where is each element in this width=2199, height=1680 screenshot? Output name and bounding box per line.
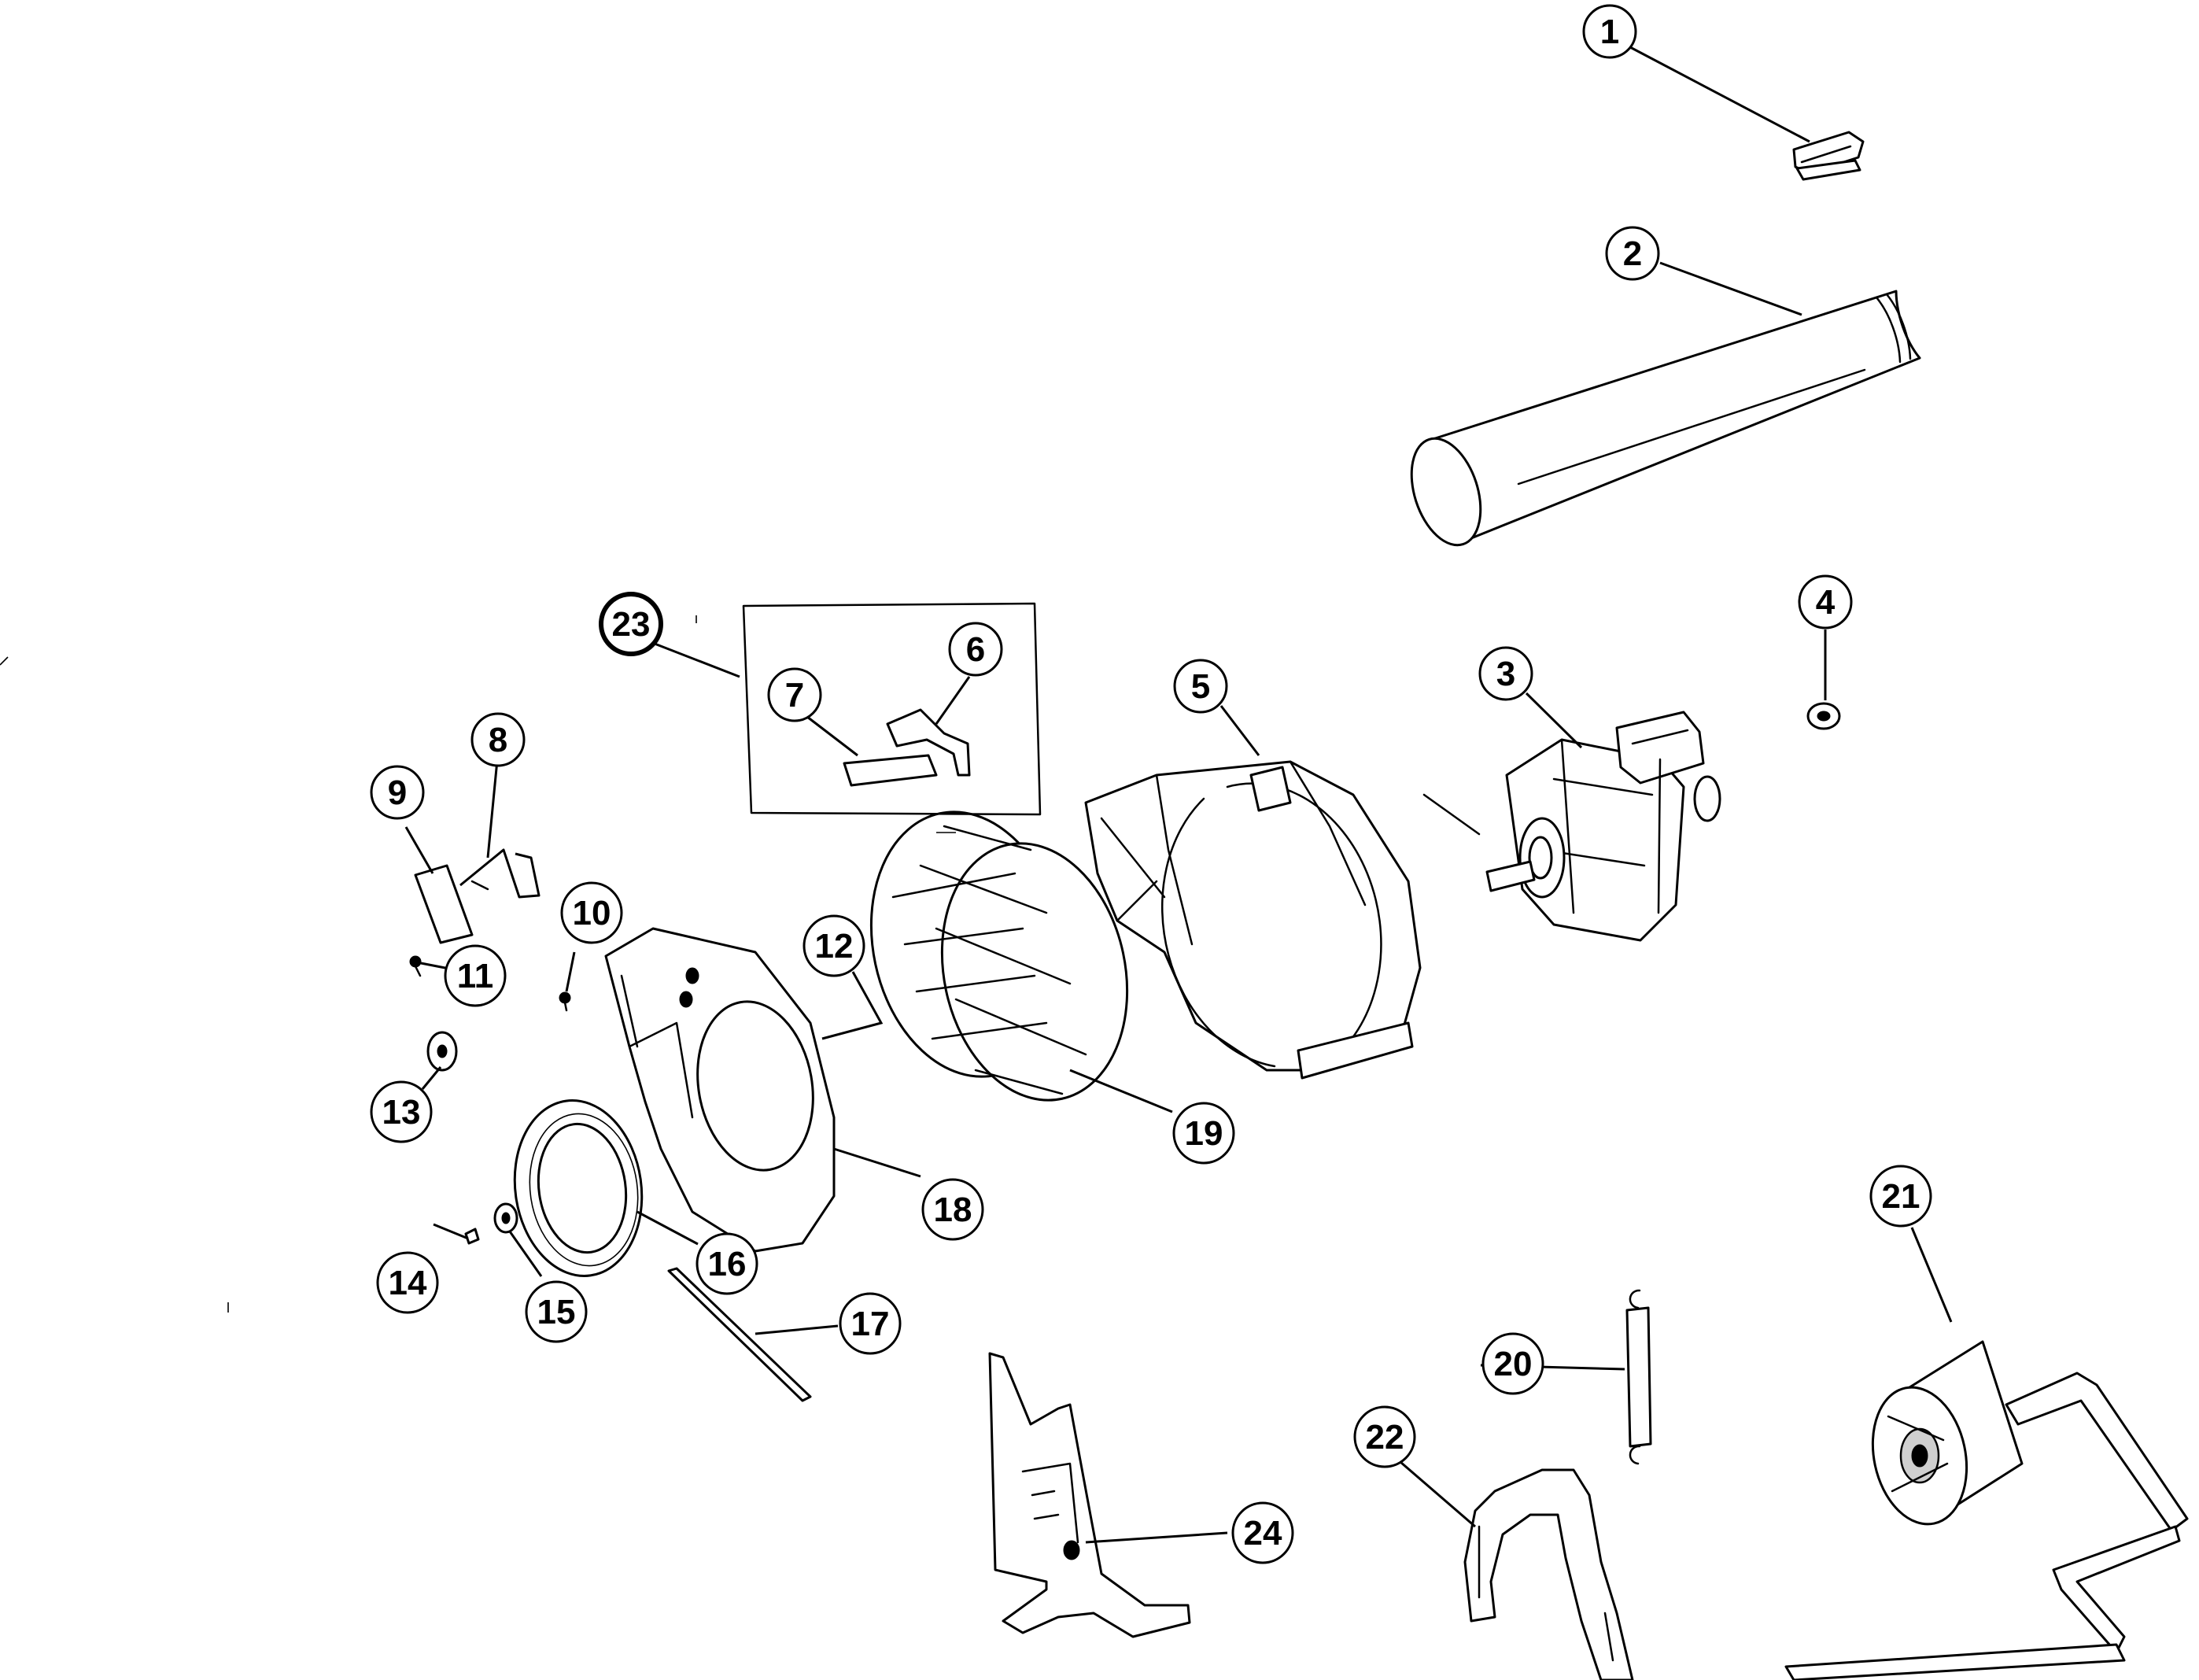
part-21-idler-pulley xyxy=(1784,1340,2189,1680)
svg-text:2: 2 xyxy=(1623,234,1642,273)
part-8-bracket xyxy=(459,848,541,899)
callout-2: 2 xyxy=(1605,226,1660,281)
callout-22: 22 xyxy=(1353,1405,1416,1468)
svg-text:16: 16 xyxy=(708,1245,747,1283)
callout-10: 10 xyxy=(560,881,623,944)
svg-text:1: 1 xyxy=(1600,13,1619,51)
svg-text:4: 4 xyxy=(1816,583,1836,622)
stray-marks xyxy=(0,615,956,1313)
part-5-blower-housing xyxy=(1084,760,1481,1080)
callout-18: 18 xyxy=(921,1178,984,1241)
callout-4: 4 xyxy=(1798,574,1853,630)
callout-3: 3 xyxy=(1478,646,1533,701)
leader-lines xyxy=(404,46,1953,1544)
svg-text:8: 8 xyxy=(489,721,507,759)
svg-text:12: 12 xyxy=(815,927,854,966)
callout-23: 23 xyxy=(599,592,663,656)
callouts: 1 2 3 4 5 6 7 8 xyxy=(370,4,1932,1564)
callout-16: 16 xyxy=(695,1232,758,1295)
svg-text:5: 5 xyxy=(1191,667,1210,706)
part-24-motor-mount xyxy=(988,1352,1191,1638)
callout-19: 19 xyxy=(1172,1102,1235,1165)
svg-text:21: 21 xyxy=(1882,1177,1920,1216)
svg-text:18: 18 xyxy=(934,1191,972,1229)
callout-5: 5 xyxy=(1173,659,1228,714)
svg-text:9: 9 xyxy=(388,774,407,812)
part-11-screw xyxy=(409,955,422,977)
part-22-bracket xyxy=(1463,1468,1634,1680)
part-2-duct-tube xyxy=(1410,290,1921,547)
part-14-clip xyxy=(464,1228,480,1245)
svg-text:10: 10 xyxy=(573,894,611,932)
callout-8: 8 xyxy=(470,712,526,767)
svg-text:19: 19 xyxy=(1185,1114,1223,1153)
callout-15: 15 xyxy=(525,1280,588,1343)
part-17-strip xyxy=(667,1267,812,1402)
svg-text:24: 24 xyxy=(1244,1514,1282,1553)
part-1-clip xyxy=(1792,131,1865,181)
callout-17: 17 xyxy=(839,1292,902,1355)
svg-text:13: 13 xyxy=(382,1093,421,1132)
part-7-pad xyxy=(843,754,938,787)
part-20-spring xyxy=(1625,1289,1652,1465)
part-4-bushing xyxy=(1806,702,1841,730)
part-18-cover-plate xyxy=(604,927,836,1253)
callout-21: 21 xyxy=(1869,1165,1932,1228)
part-13-thermostat xyxy=(426,1031,458,1072)
svg-text:17: 17 xyxy=(851,1305,890,1343)
callout-12: 12 xyxy=(802,914,865,977)
callout-13: 13 xyxy=(370,1080,433,1143)
callout-20: 20 xyxy=(1481,1332,1544,1395)
callout-6: 6 xyxy=(948,622,1003,677)
svg-text:20: 20 xyxy=(1494,1345,1533,1383)
svg-text:23: 23 xyxy=(612,605,651,644)
svg-text:15: 15 xyxy=(537,1293,576,1331)
callout-9: 9 xyxy=(370,765,425,820)
callout-11: 11 xyxy=(444,944,507,1007)
callout-1: 1 xyxy=(1582,4,1637,59)
part-19-blower-wheel xyxy=(869,810,1129,1102)
callout-14: 14 xyxy=(376,1251,439,1314)
part-6-clip xyxy=(886,708,971,777)
svg-text:22: 22 xyxy=(1366,1418,1404,1457)
part-9-plate xyxy=(414,864,474,944)
part-16-seal-ring xyxy=(513,1099,644,1277)
svg-text:3: 3 xyxy=(1496,655,1515,693)
svg-text:6: 6 xyxy=(966,630,985,669)
part-23-kit-box xyxy=(742,602,1042,816)
callout-24: 24 xyxy=(1231,1501,1294,1564)
svg-text:14: 14 xyxy=(389,1264,427,1302)
part-3-motor xyxy=(1485,711,1721,942)
part-10-screw xyxy=(559,991,571,1012)
svg-text:7: 7 xyxy=(785,676,804,714)
svg-text:11: 11 xyxy=(457,957,494,995)
part-15-nut xyxy=(493,1202,518,1234)
callout-7: 7 xyxy=(767,667,822,722)
